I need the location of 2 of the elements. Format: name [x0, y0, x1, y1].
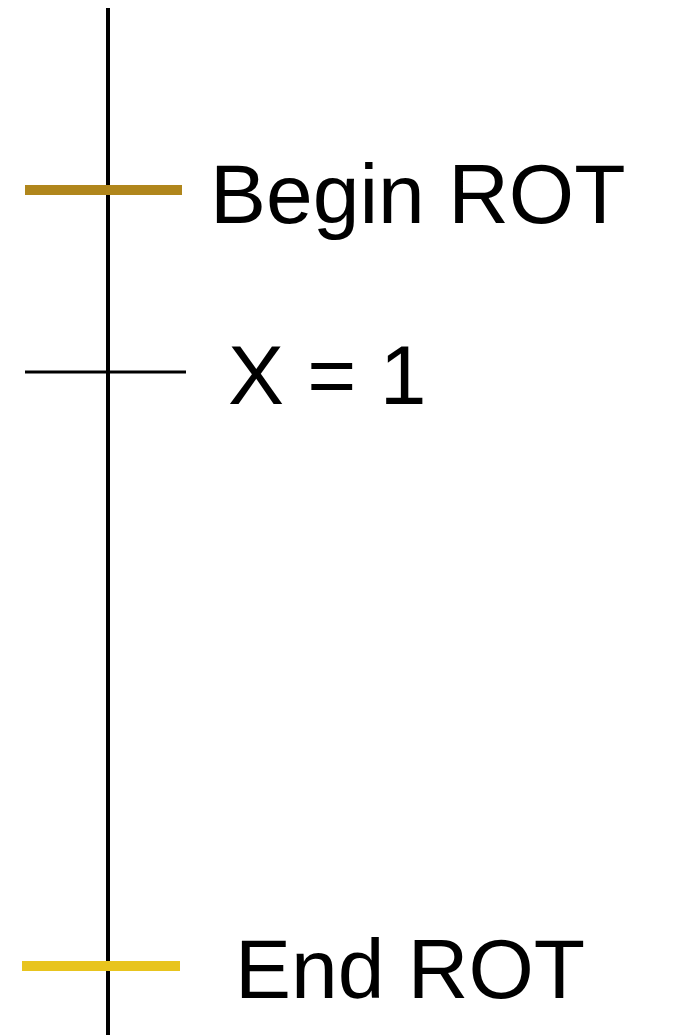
timeline-label: End ROT — [235, 927, 586, 1011]
timeline-label: X = 1 — [228, 333, 427, 417]
